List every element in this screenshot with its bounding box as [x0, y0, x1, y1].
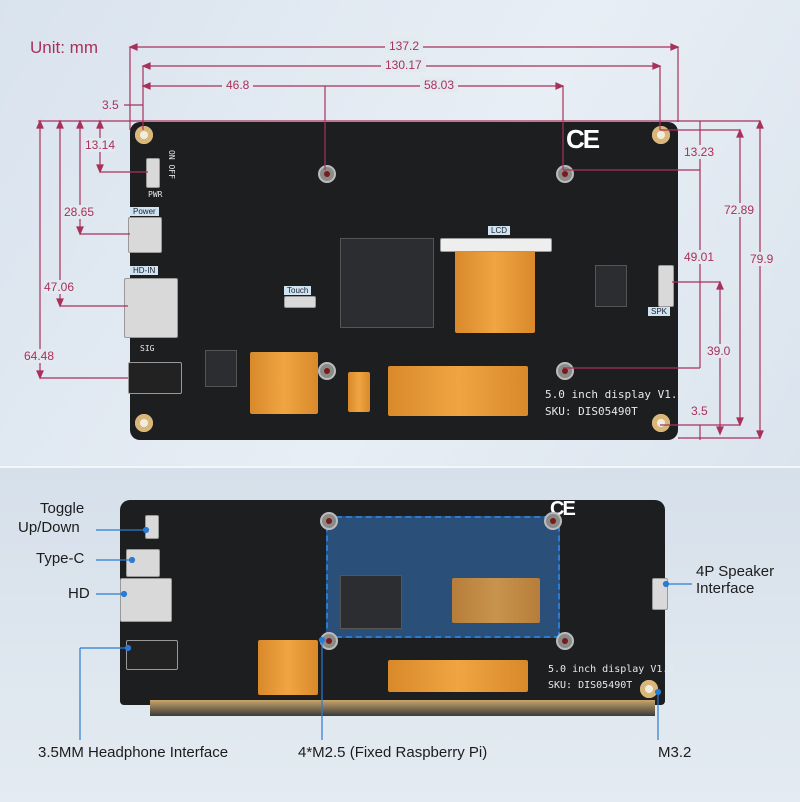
hdmi-port-bottom [120, 578, 172, 622]
hd-in-label: HD-IN [130, 266, 159, 275]
m25-standoff-4 [556, 632, 574, 650]
main-controller-chip [340, 238, 434, 328]
sku-text-bottom: SKU: DIS05490T [548, 680, 633, 691]
callout-speaker-line1: 4P Speaker [696, 563, 775, 580]
lcd-connector [440, 238, 552, 252]
m25-standoff-1 [320, 512, 338, 530]
standoff-bottom-left [318, 362, 336, 380]
dim-label-79-9: 79.9 [750, 252, 774, 266]
audio-jack [128, 362, 182, 394]
dim-label-39-0: 39.0 [707, 344, 731, 358]
dim-label-49-01: 49.01 [684, 250, 715, 264]
dim-label-13-23: 13.23 [684, 145, 715, 159]
lcd-panel-edge [150, 700, 655, 716]
spk-label: SPK [648, 307, 671, 316]
mounting-hole-bottom-left [135, 414, 153, 432]
lcd-flex-lower [388, 660, 528, 692]
dim-label-47-06: 47.06 [44, 280, 75, 294]
speaker-connector [658, 265, 674, 307]
dim-label-3-5-bottom: 3.5 [691, 404, 708, 418]
sku-text: SKU: DIS05490T [545, 405, 638, 418]
audio-jack-bottom [126, 640, 178, 670]
dim-label-137-2: 137.2 [385, 39, 424, 53]
standoff-top-left [318, 165, 336, 183]
lcd-fpc-cable [455, 248, 535, 333]
touch-connector [284, 296, 316, 308]
callout-mounting: 4*M2.5 (Fixed Raspberry Pi) [298, 744, 488, 761]
m25-standoff-2 [544, 512, 562, 530]
mounting-hole-bottom-right [652, 414, 670, 432]
touch-fpc-bottom [258, 640, 318, 695]
callout-speaker-line2: Interface [696, 580, 755, 597]
dim-label-13-14: 13.14 [85, 138, 116, 152]
dim-label-58-03: 58.03 [420, 78, 459, 92]
lcd-flex-bottom [388, 366, 528, 416]
touch-chip [205, 350, 237, 387]
hdmi-port [124, 278, 178, 338]
dim-label-64-48: 64.48 [24, 349, 55, 363]
dim-label-3-5-left: 3.5 [102, 98, 119, 112]
model-text-bottom: 5.0 inch display V1.0 [548, 664, 675, 675]
callout-headphone: 3.5MM Headphone Interface [38, 744, 229, 761]
dim-label-72-89: 72.89 [724, 203, 755, 217]
main-controller-chip-bottom [340, 575, 402, 629]
unit-label: Unit: mm [30, 38, 98, 57]
callout-toggle-line2: Up/Down [18, 519, 80, 536]
dim-label-28-65: 28.65 [64, 205, 95, 219]
dim-label-46-8: 46.8 [222, 78, 254, 92]
lcd-label: LCD [488, 226, 511, 235]
callout-toggle-line1: Toggle [40, 500, 85, 517]
touch-fpc-cable [250, 352, 318, 414]
typec-port [128, 217, 162, 253]
power-label: Power [130, 207, 159, 216]
amplifier-chip [595, 265, 627, 307]
m32-hole-bottom-right [640, 680, 658, 698]
power-switch [146, 158, 160, 188]
mounting-hole-top-left [135, 126, 153, 144]
touch-label: Touch [284, 286, 312, 295]
callout-m32: M3.2 [658, 744, 692, 761]
lcd-fpc-bottom [452, 578, 540, 623]
callout-hd: HD [68, 585, 90, 602]
sig-label: SIG [140, 344, 155, 353]
ce-mark: CE [566, 124, 600, 154]
standoff-bottom-right [556, 362, 574, 380]
model-text: 5.0 inch display V1.0 [545, 388, 685, 401]
small-fpc-bottom [348, 372, 370, 412]
callout-typec: Type-C [36, 550, 85, 567]
dim-label-130-17: 130.17 [381, 58, 426, 72]
pwr-label: PWR [148, 190, 163, 199]
